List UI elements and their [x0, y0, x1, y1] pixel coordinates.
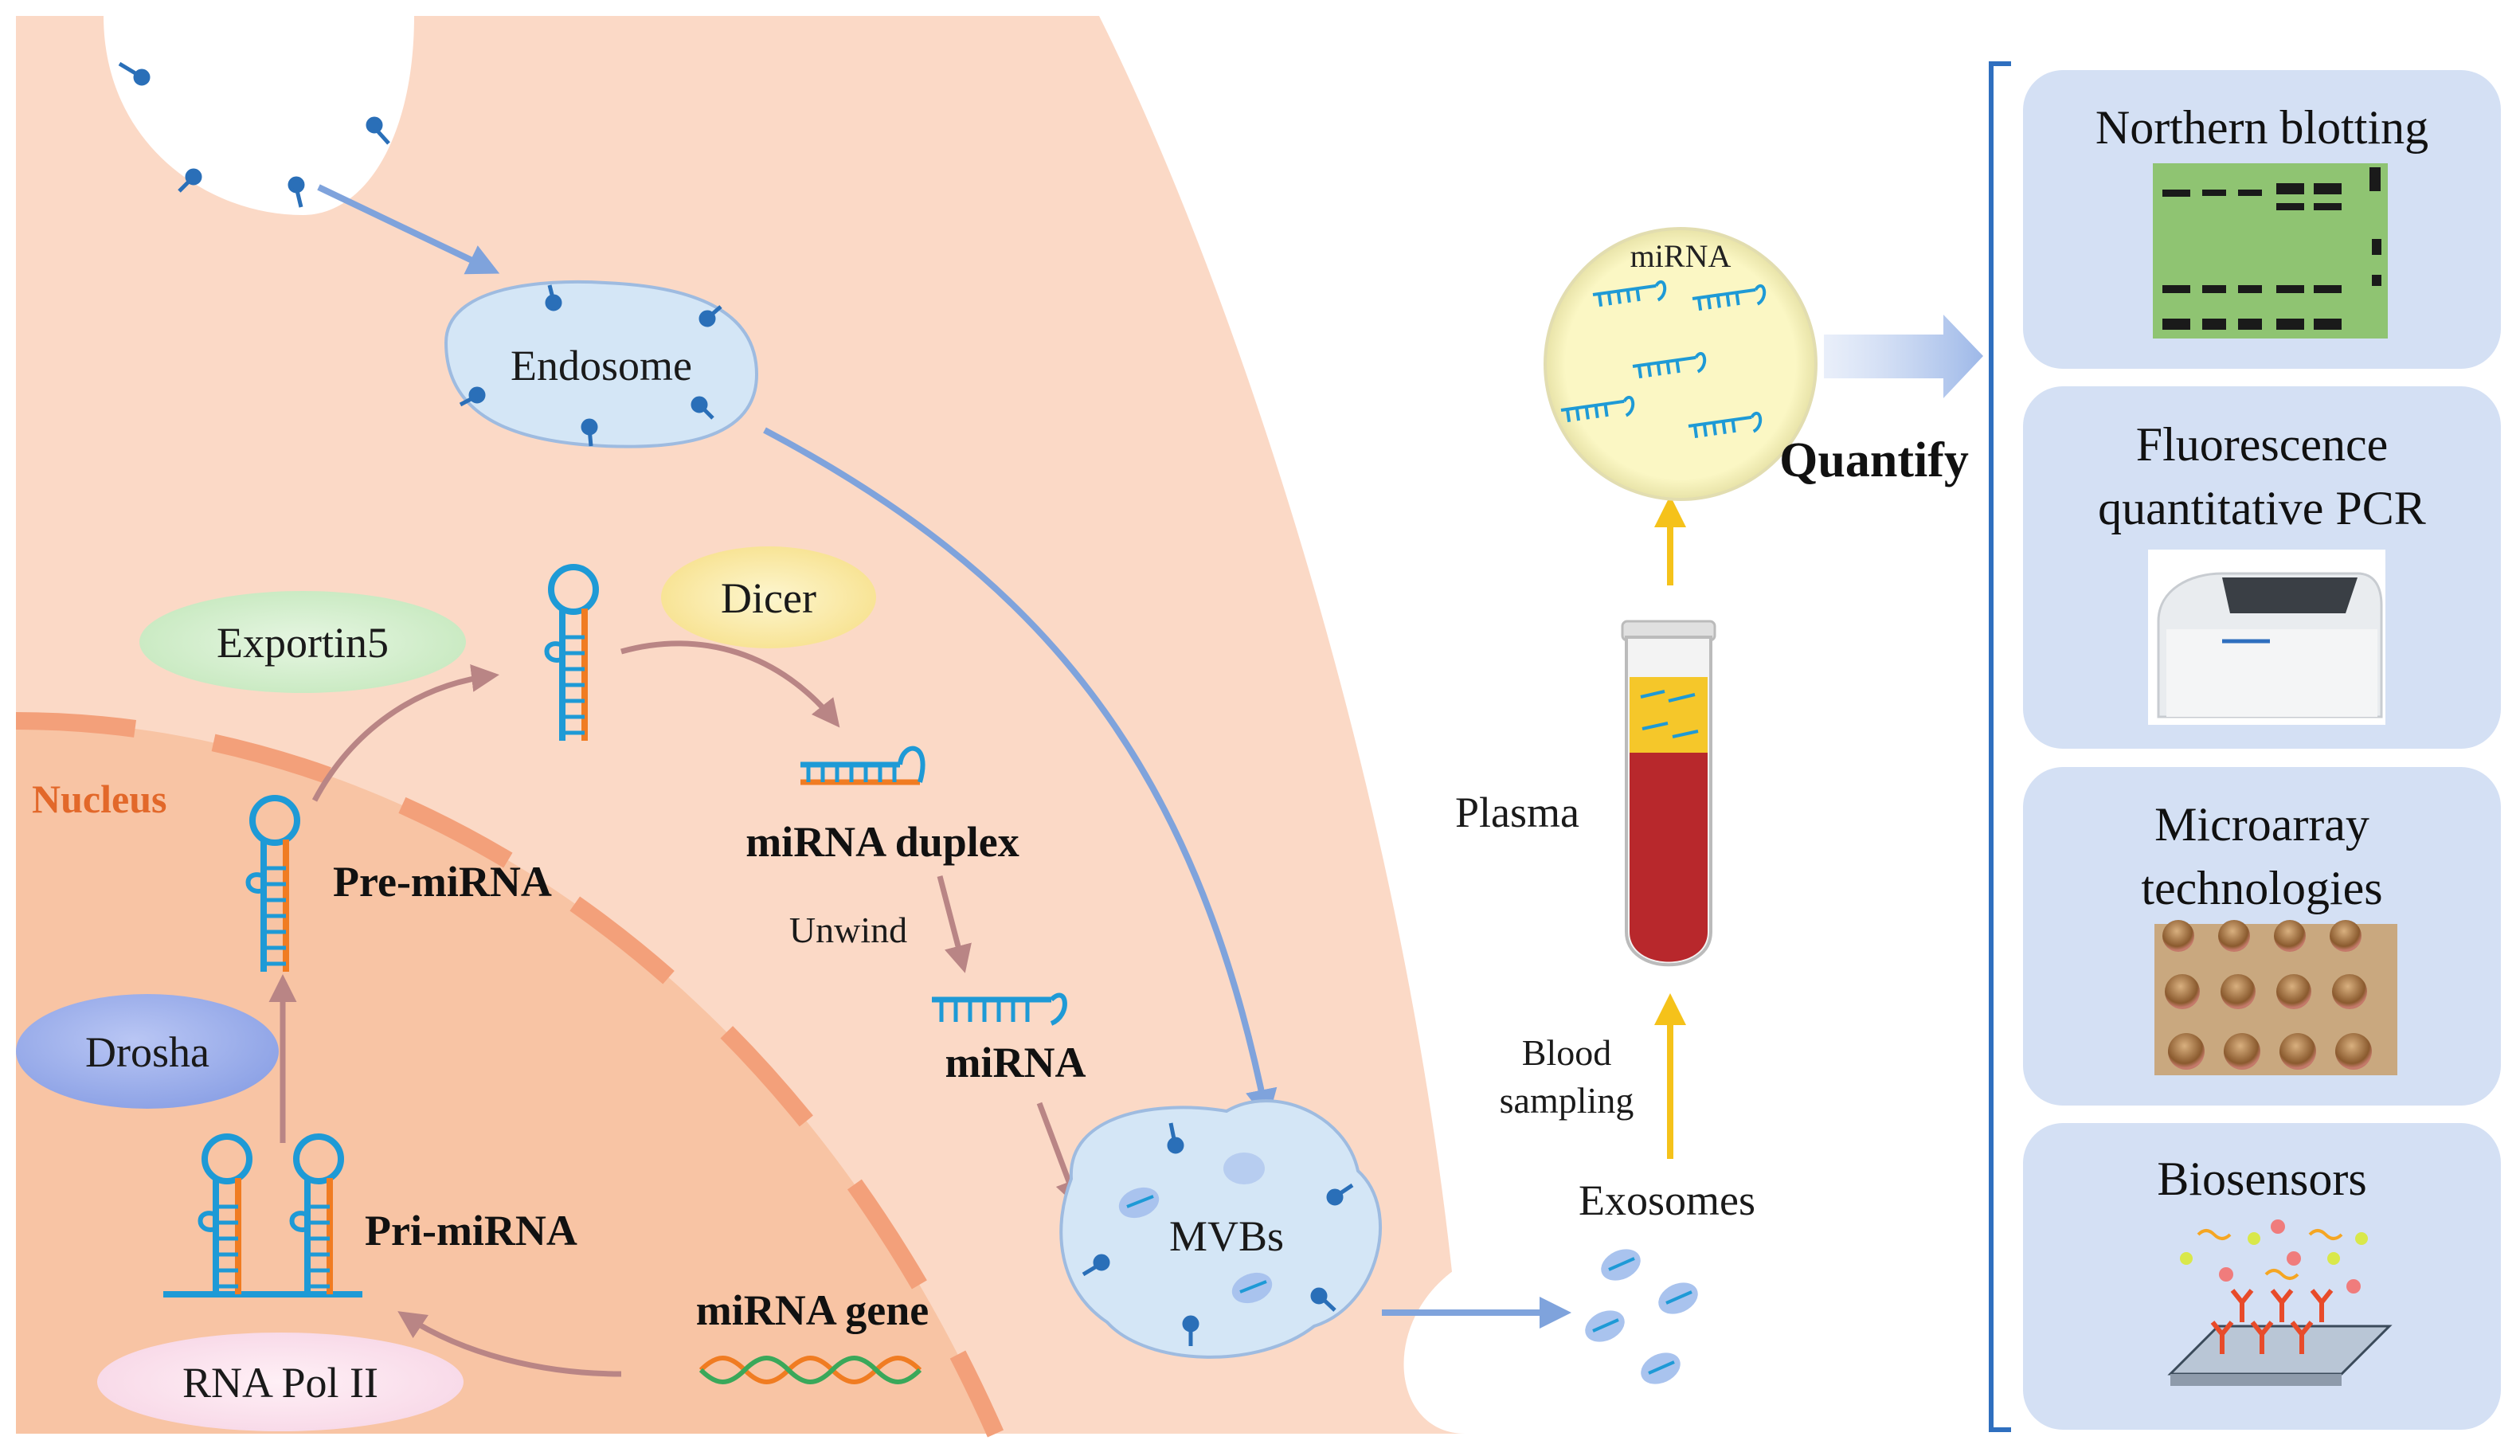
rna-pol-ii-label: RNA Pol II [182, 1359, 378, 1407]
blood-sampling-label-2: sampling [1500, 1080, 1634, 1121]
method-panel-microarray: Microarray technologies [2023, 767, 2501, 1106]
plasma-label: Plasma [1455, 789, 1579, 836]
method-title: Northern blotting [2095, 101, 2428, 154]
mirna-label: miRNA [945, 1039, 1086, 1086]
arrow-endosome-to-mvbs [763, 427, 1278, 1121]
hairpin-rna-icon [245, 795, 300, 972]
arrow-dicer-cleavage [620, 640, 840, 728]
method-subtitle: quantitative PCR [2098, 482, 2426, 534]
method-panel-northern-blotting: Northern blotting [2023, 70, 2501, 369]
biosensor-image [2167, 1219, 2393, 1386]
exosome-icon [1118, 1187, 1273, 1304]
membrane-release-opening [1403, 1258, 1491, 1434]
receptor-icon [1082, 1122, 1354, 1346]
method-subtitle: technologies [2141, 862, 2382, 914]
dna-helix-icon [698, 1356, 922, 1384]
arrow-export [311, 663, 499, 802]
northern-blot-image [2153, 163, 2388, 339]
receptor-icon [459, 284, 722, 447]
membrane-invagination [104, 16, 414, 215]
nuclear-envelope [15, 712, 1004, 1438]
endosome: Endosome [444, 280, 759, 448]
rna-pol-ii-enzyme: RNA Pol II [97, 1333, 464, 1431]
quantify-label: Quantify [1779, 433, 1969, 487]
mirna-pool: miRNA [1544, 227, 1818, 501]
unwind-label: Unwind [789, 910, 907, 950]
method-title: Fluorescence [2136, 418, 2389, 471]
hairpin-rna-icon [544, 564, 599, 741]
exosome-icon [1585, 1249, 1698, 1384]
method-panel-biosensors: Biosensors [2023, 1123, 2501, 1430]
blood-tube-icon [1621, 620, 1716, 967]
drosha-label: Drosha [85, 1028, 209, 1076]
mirna-duplex-label: miRNA duplex [745, 818, 1019, 866]
drosha-enzyme: Drosha [16, 994, 279, 1109]
pri-mirna-label: Pri-miRNA [365, 1207, 577, 1254]
methods-bracket [1989, 61, 2011, 1432]
arrow-unwind [937, 875, 972, 973]
blood-sampling-label-1: Blood [1522, 1032, 1611, 1073]
pri-mirna-icon [163, 1133, 362, 1297]
arrow-transcription [397, 1311, 622, 1377]
pcr-machine-image [2148, 550, 2385, 725]
mature-mirna-icon [1560, 280, 1767, 439]
mirna-gene-label: miRNA gene [696, 1286, 929, 1334]
nucleus-label: Nucleus [32, 777, 166, 821]
mvbs-label: MVBs [1169, 1212, 1284, 1260]
endosome-label: Endosome [511, 342, 692, 389]
quantify-arrow [1824, 315, 1983, 398]
exosomes-label: Exosomes [1579, 1176, 1755, 1224]
dicer-enzyme: Dicer [661, 546, 876, 648]
exportin5-label: Exportin5 [217, 619, 389, 667]
mature-mirna-icon [932, 992, 1067, 1026]
arrow-uptake [317, 184, 500, 275]
mirna-duplex-icon [800, 746, 925, 785]
method-title: Microarray [2154, 798, 2369, 851]
method-title: Biosensors [2157, 1153, 2366, 1205]
dicer-label: Dicer [721, 574, 816, 622]
mvbs: MVBs [1059, 1099, 1383, 1359]
receptor-icon [118, 61, 390, 208]
exportin5-protein: Exportin5 [139, 591, 466, 693]
pre-mirna-label: Pre-miRNA [333, 858, 552, 906]
microarray-image [2154, 920, 2397, 1075]
method-panel-fluorescence-qpcr: Fluorescence quantitative PCR [2023, 386, 2501, 749]
mirna-pool-label: miRNA [1630, 238, 1732, 274]
